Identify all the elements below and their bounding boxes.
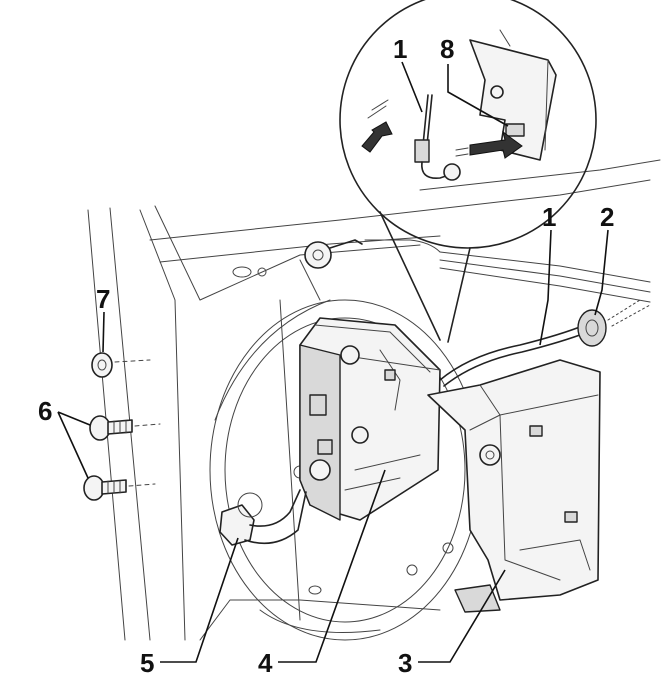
bolt-upper — [89, 415, 161, 441]
callout-detail-1: 1 — [393, 34, 407, 64]
leader-lines — [57, 61, 609, 663]
detail-magnifier — [339, 0, 597, 343]
leader-bolt-6a — [57, 411, 91, 426]
washer — [91, 352, 151, 378]
callout-connector-5: 5 — [140, 648, 154, 676]
leader-cable-1 — [539, 229, 552, 346]
callout-labels: 1 8 1 2 3 4 5 6 7 — [38, 34, 614, 676]
callout-washer-7: 7 — [96, 284, 110, 314]
leader-washer-7 — [102, 311, 105, 353]
leader-grommet-2 — [594, 229, 609, 316]
electrical-connector — [219, 489, 307, 546]
leader-detail-8 — [447, 64, 509, 127]
callout-bolt-6: 6 — [38, 396, 52, 426]
callout-detail-8: 8 — [440, 34, 454, 64]
callout-lock-4: 4 — [258, 648, 273, 676]
grommet — [577, 309, 607, 347]
bolt-lower — [83, 475, 156, 501]
leader-lock-4 — [278, 469, 386, 663]
callout-cable-1: 1 — [542, 202, 556, 232]
leader-cover-3 — [418, 569, 506, 663]
lock-cover — [427, 359, 601, 613]
leader-bolt-6b — [57, 411, 89, 479]
leader-detail-1 — [401, 61, 423, 113]
callout-cover-3: 3 — [398, 648, 412, 676]
door-panel — [87, 159, 661, 641]
leader-connector-5 — [160, 537, 239, 663]
callout-grommet-2: 2 — [600, 202, 614, 232]
door-lock-unit — [299, 317, 441, 521]
release-cable — [439, 299, 651, 387]
